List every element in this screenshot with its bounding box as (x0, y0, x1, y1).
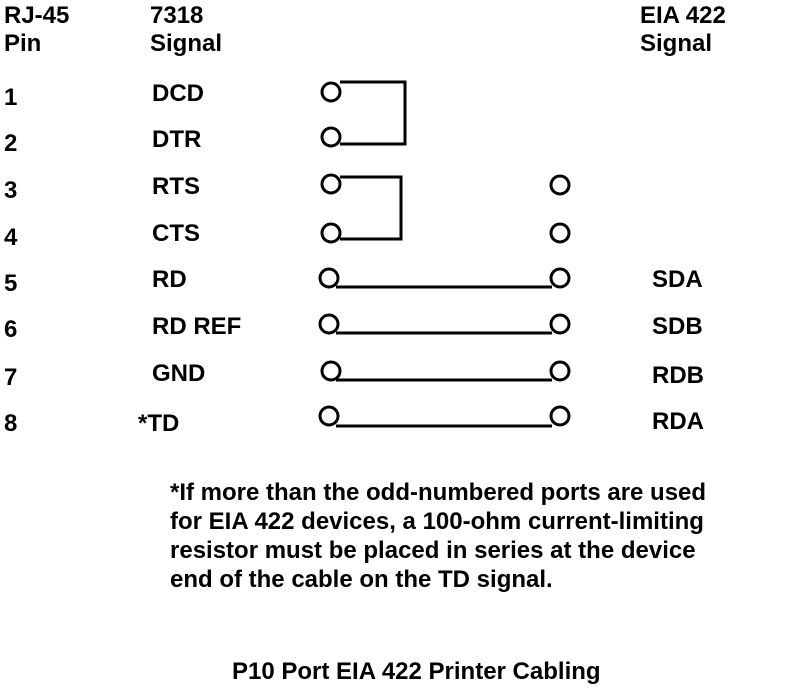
header-7318: 7318 Signal (150, 2, 222, 58)
terminal-right-pin-3 (549, 174, 571, 196)
pin-number: 8 (4, 410, 18, 437)
terminal-left-pin-6 (318, 313, 340, 335)
terminal-left-pin-3 (320, 173, 342, 195)
diagram-caption: P10 Port EIA 422 Printer Cabling (232, 658, 601, 685)
signal-eia422: RDB (652, 362, 704, 389)
header-rj45-line2: Pin (4, 30, 42, 57)
terminal-right-pin-4 (549, 222, 571, 244)
pin-number: 1 (4, 84, 18, 111)
signal-7318: RD (152, 266, 187, 293)
pin-number: 7 (4, 364, 18, 391)
header-7318-line2: Signal (150, 30, 223, 57)
header-eia422-line1: EIA 422 (640, 2, 726, 29)
pin-number: 6 (4, 316, 18, 343)
loopback-wire-rts-cts (340, 175, 403, 241)
terminal-left-pin-1 (320, 81, 342, 103)
signal-eia422: RDA (652, 408, 704, 435)
pin-number: 2 (4, 130, 18, 157)
signal-7318: CTS (152, 220, 200, 247)
signal-eia422: SDA (652, 266, 703, 293)
header-rj45-line1: RJ-45 (4, 2, 70, 29)
signal-7318: GND (152, 360, 206, 387)
footnote: *If more than the odd-numbered ports are… (170, 479, 707, 593)
signal-7318: RTS (152, 173, 200, 200)
terminal-left-pin-2 (320, 126, 342, 148)
terminal-right-pin-5 (549, 267, 571, 289)
pin-number: 5 (4, 270, 18, 297)
pin-number: 3 (4, 177, 18, 204)
signal-7318: RD REF (152, 313, 242, 340)
signal-7318: DCD (152, 80, 204, 107)
header-rj45: RJ-45 Pin (4, 2, 69, 58)
header-eia422: EIA 422 Signal (640, 2, 726, 58)
signal-eia422: SDB (652, 313, 703, 340)
terminal-right-pin-6 (549, 313, 571, 335)
terminal-left-pin-5 (318, 267, 340, 289)
header-eia422-line2: Signal (640, 30, 713, 57)
terminal-right-pin-7 (549, 360, 571, 382)
terminal-left-pin-7 (320, 360, 342, 382)
loopback-wire-dcd-dtr (340, 80, 407, 146)
terminal-left-pin-4 (320, 222, 342, 244)
header-7318-line1: 7318 (150, 2, 204, 29)
terminal-left-pin-8 (318, 405, 340, 427)
pin-number: 4 (4, 224, 18, 251)
signal-7318: *TD (138, 410, 180, 437)
signal-7318: DTR (152, 126, 202, 153)
terminal-right-pin-8 (549, 405, 571, 427)
